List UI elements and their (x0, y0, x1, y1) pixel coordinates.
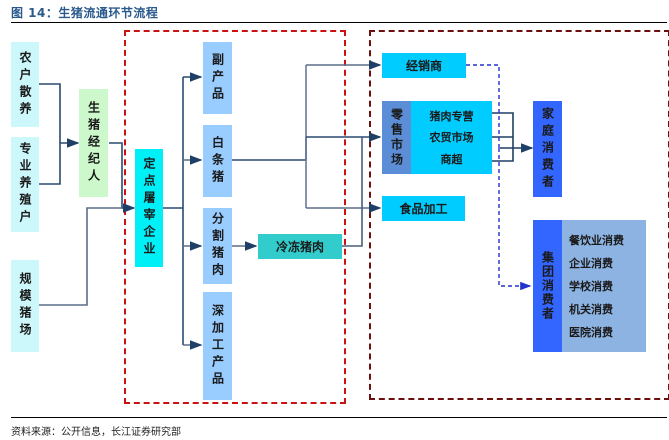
retail-item: 猪肉专营 (429, 109, 474, 123)
producer-household-label: 农户散养 (18, 50, 32, 119)
food-processing-box: 食品加工 (382, 196, 465, 221)
household-consumer-label: 家庭消费者 (540, 106, 555, 192)
product-byproduct-label: 副产品 (210, 52, 225, 104)
bottom-rule (11, 417, 667, 418)
retail-market-box: 零售市场 猪肉专营 农贸市场 商超 (382, 101, 492, 174)
group-consumer-label-cell: 集团消费者 (533, 220, 562, 352)
producer-large-farm-label: 规模猪场 (18, 272, 32, 340)
product-cut-pork-label: 分割猪肉 (210, 212, 225, 280)
broker-box: 生猪经纪人 (79, 89, 108, 197)
group-consumer-items-cell: 餐饮业消费 企业消费 学校消费 机关消费 医院消费 (562, 220, 646, 352)
retail-market-label: 零售市场 (389, 107, 404, 168)
product-carcass-label: 白条猪 (210, 135, 225, 187)
line-farm-to-slaughter (39, 207, 122, 306)
slaughter-zone-boundary (124, 30, 346, 404)
broker-label: 生猪经纪人 (86, 100, 101, 186)
slaughter-label: 定点屠宰企业 (142, 157, 156, 259)
group-consumer-item: 医院消费 (569, 326, 613, 340)
producer-large-farm: 规模猪场 (11, 260, 39, 352)
dashed-distributor-to-consumers (466, 64, 500, 148)
distributor-box: 经销商 (382, 53, 466, 78)
group-consumer-item: 企业消费 (569, 256, 613, 270)
frozen-pork-label: 冷冻猪肉 (275, 240, 324, 254)
line-specialized-to-broker (39, 143, 61, 185)
distributor-label: 经销商 (405, 59, 442, 73)
retail-item: 商超 (440, 153, 463, 167)
group-consumer-box: 集团消费者 餐饮业消费 企业消费 学校消费 机关消费 医院消费 (533, 220, 646, 352)
dashed-to-group-consumer (498, 148, 532, 291)
food-processing-label: 食品加工 (399, 202, 448, 216)
product-byproduct: 副产品 (203, 42, 232, 114)
line-frozen-to-retail (342, 137, 363, 247)
product-carcass: 白条猪 (203, 125, 232, 197)
slaughter-box: 定点屠宰企业 (135, 149, 163, 267)
group-consumer-label: 集团消费者 (540, 251, 555, 321)
figure-title: 图 14：生猪流通环节流程 (11, 6, 159, 20)
line-household-to-broker (39, 83, 61, 143)
producer-specialized: 专业养殖户 (11, 137, 39, 232)
frozen-pork-box: 冷冻猪肉 (258, 234, 342, 259)
line-broker-to-slaughter (109, 142, 136, 213)
product-deep-processed-label: 深加工产品 (210, 303, 225, 389)
group-consumer-item: 餐饮业消费 (569, 233, 624, 247)
producer-specialized-label: 专业养殖户 (18, 142, 32, 227)
line-retail-items-bracket (492, 112, 514, 162)
source-note: 资料来源：公开信息，长江证券研究部 (11, 427, 181, 438)
group-consumer-item: 学校消费 (569, 279, 613, 293)
retail-market-label-cell: 零售市场 (382, 101, 411, 174)
household-consumer-box: 家庭消费者 (533, 101, 562, 197)
product-deep-processed: 深加工产品 (203, 292, 232, 400)
product-cut-pork: 分割猪肉 (203, 208, 232, 284)
group-consumer-item: 机关消费 (569, 303, 613, 317)
retail-item: 农贸市场 (429, 131, 474, 145)
top-rule (11, 22, 667, 23)
retail-items-cell: 猪肉专营 农贸市场 商超 (411, 101, 492, 174)
producer-household: 农户散养 (11, 42, 39, 127)
line-carcass-out (232, 137, 307, 161)
